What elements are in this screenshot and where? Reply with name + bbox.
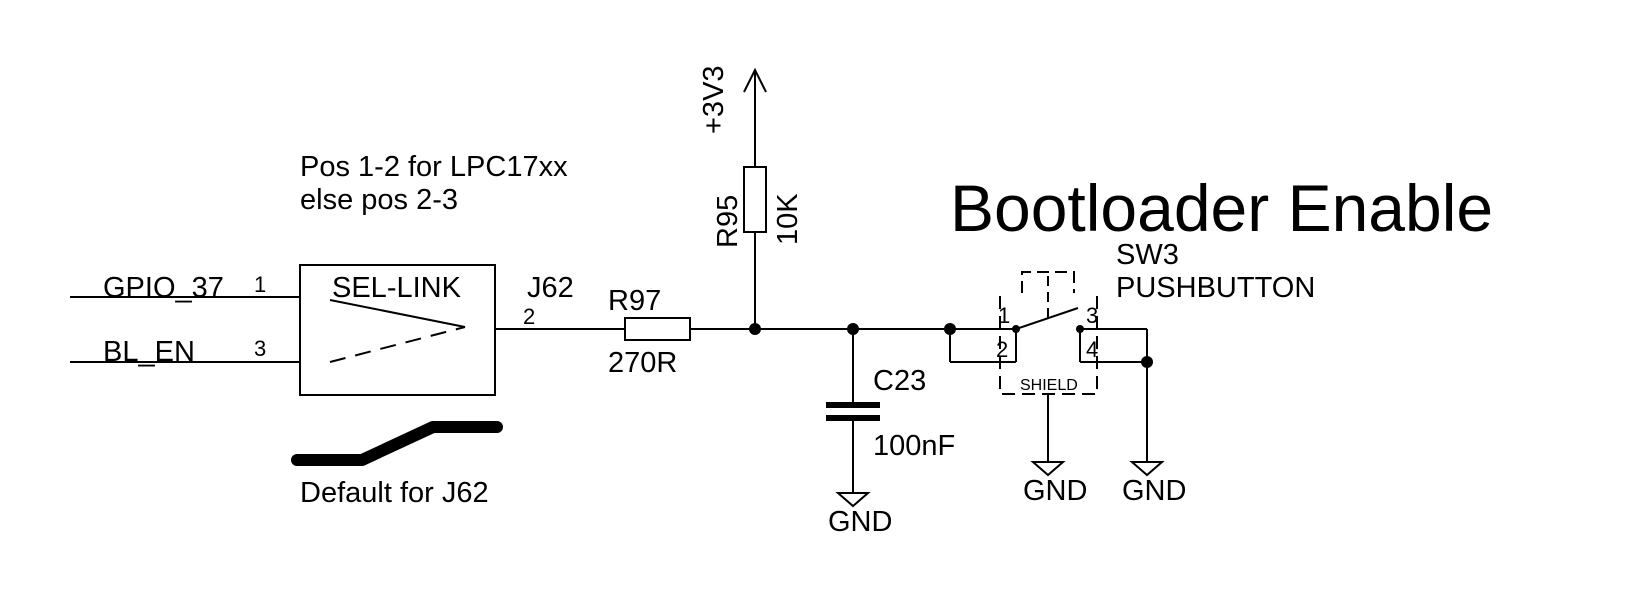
c23-ref: C23 [873,365,926,397]
ground-icon [835,492,871,508]
r97-body [624,317,691,341]
r95-value: 10K [772,193,804,245]
j62-solid-link [329,299,466,328]
c23-capacitor: C23 100nF [826,329,955,493]
r97-value: 270R [608,347,677,379]
j62-default-jumper [291,421,503,466]
r95-resistor: R95 10K [712,70,804,329]
r95-ref: R95 [712,195,744,248]
gnd-shield-label: GND [1023,475,1087,507]
gnd-c23: GND [828,492,892,538]
j62-sel-link: SEL-LINK J62 2 [299,264,574,396]
sw3-ref: SW3 [1116,239,1179,271]
j62-ref: J62 [527,272,574,304]
gnd-sw3-label: GND [1122,475,1186,507]
sw3-value: PUSHBUTTON [1116,272,1315,304]
sw3-shield-label: SHIELD [1020,377,1078,394]
gpio37-label: GPIO_37 [103,272,224,304]
sw3-pin2-label: 2 [996,337,1008,362]
diagram-title: Bootloader Enable [950,171,1493,245]
note-line-2: else pos 2-3 [300,184,458,216]
ground-icon [1030,461,1066,477]
j62-dashed-link [329,326,466,363]
net-gpio37: GPIO_37 1 [70,272,300,304]
c23-value: 100nF [873,430,955,462]
note-line-1: Pos 1-2 for LPC17xx [300,151,568,183]
ground-icon [1129,461,1165,477]
r97-ref: R97 [608,285,661,317]
r95-body [743,166,767,233]
j62-pin3-label: 3 [254,336,266,361]
sw3-pin4-label: 4 [1086,337,1098,362]
power-arrow-icon [743,67,767,93]
r97-resistor: R97 270R [608,285,691,379]
gnd-shield: GND [1023,461,1087,507]
j62-pin2-label: 2 [523,304,535,329]
net-bl-en: BL_EN 3 [70,336,300,368]
power-label: +3V3 [698,65,730,134]
j62-pin1-label: 1 [254,272,266,297]
gnd-sw3: GND [1122,461,1186,507]
j62-value: SEL-LINK [332,272,462,304]
sw3-pin1-label: 1 [998,303,1010,328]
sw3-pin3-label: 3 [1086,303,1098,328]
j62-default-label: Default for J62 [300,477,489,509]
sw3-button-cap [1021,271,1075,293]
sw3-pushbutton: SW3 PUSHBUTTON 1 2 3 4 SHIELD [949,239,1315,462]
gnd-c23-label: GND [828,506,892,538]
junction-sw3-right [1141,356,1153,368]
sw3-lever [1015,307,1079,330]
bl-en-label: BL_EN [103,336,195,368]
power-3v3: +3V3 [698,65,767,134]
